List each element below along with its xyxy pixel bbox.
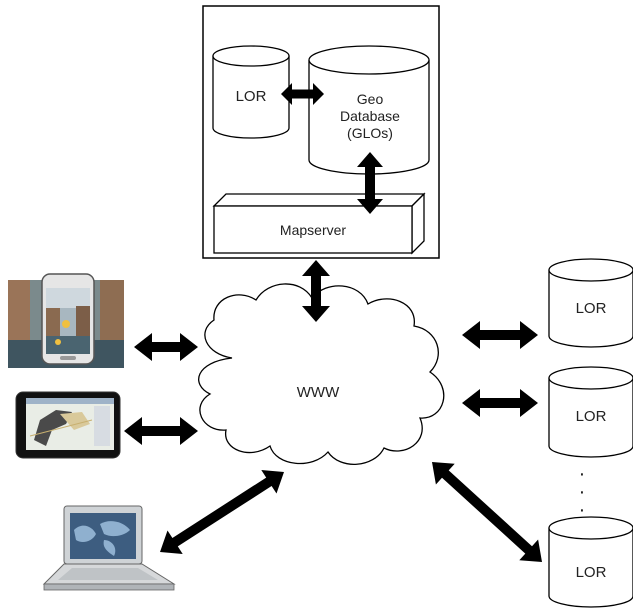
tablet-icon xyxy=(15,391,121,459)
arrow-www-lor-3 xyxy=(432,462,542,562)
arrow-mapserver-www xyxy=(302,260,330,322)
lor-repository-3: LOR xyxy=(548,516,633,608)
lor-1-label: LOR xyxy=(576,300,607,317)
arrow-www-lor-2 xyxy=(462,389,538,417)
ellipsis-dot: · xyxy=(579,481,586,503)
geo-db-label-line3: (GLOs) xyxy=(347,125,393,141)
lor-repository-1: LOR xyxy=(548,258,633,348)
ellipsis-dot: · xyxy=(579,463,586,485)
arrow-laptop-www xyxy=(160,470,284,554)
www-cloud: WWW xyxy=(198,283,445,465)
laptop-icon xyxy=(42,505,176,591)
smartphone-icon xyxy=(8,273,124,368)
repositories-ellipsis: · · · xyxy=(579,463,586,521)
server-box: LOR Geo Database (GLOs) Mapserver xyxy=(202,5,440,259)
lor-2-label: LOR xyxy=(576,408,607,425)
arrow-geodb-mapserver xyxy=(357,152,383,214)
arrow-tablet-www xyxy=(124,417,198,445)
arrow-www-lor-1 xyxy=(462,321,538,349)
mapserver-box: Mapserver xyxy=(212,192,426,255)
server-lor-label: LOR xyxy=(236,88,267,105)
arrow-phone-www xyxy=(134,333,198,361)
lor-3-label: LOR xyxy=(576,564,607,581)
arrow-lor-geodb xyxy=(281,83,324,105)
www-label: WWW xyxy=(297,384,340,401)
ellipsis-dot: · xyxy=(579,499,586,521)
geo-database-cylinder: Geo Database (GLOs) xyxy=(308,45,430,175)
mapserver-label: Mapserver xyxy=(280,222,346,238)
geo-db-label-line2: Database xyxy=(340,108,400,124)
connection-arrows xyxy=(124,83,542,562)
lor-repository-2: LOR xyxy=(548,366,633,458)
geo-db-label-line1: Geo xyxy=(357,91,384,107)
server-lor-cylinder: LOR xyxy=(212,45,290,139)
